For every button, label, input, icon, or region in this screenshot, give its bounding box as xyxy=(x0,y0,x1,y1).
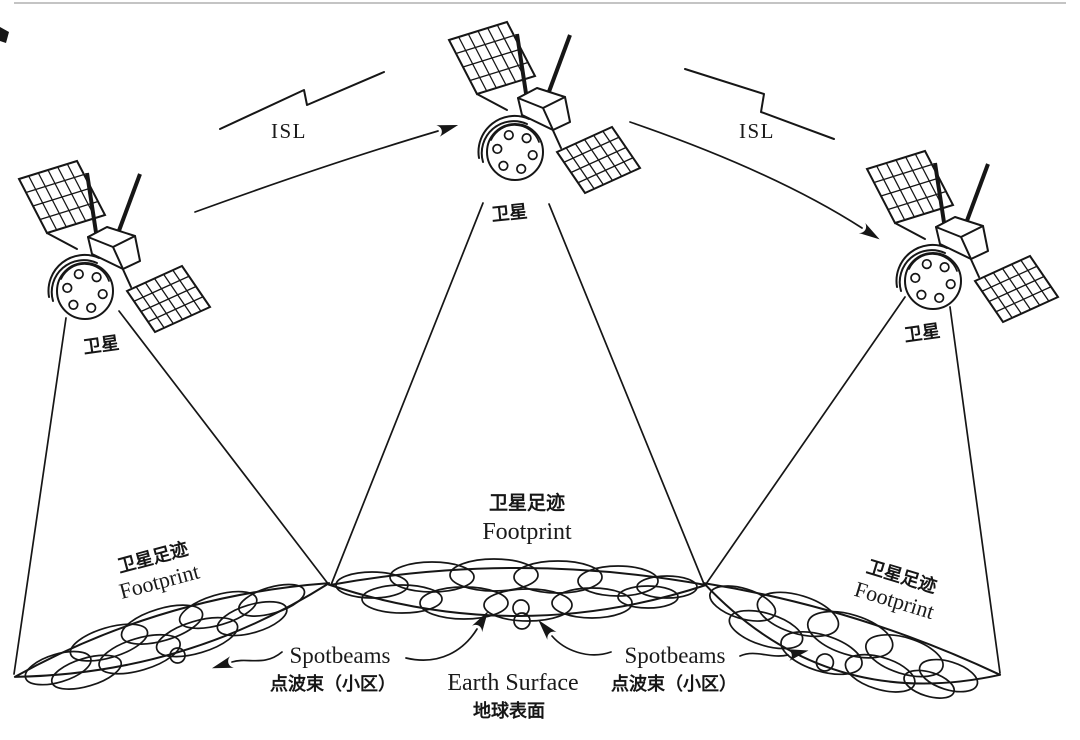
spotbeam-cluster xyxy=(709,585,979,699)
footprint-center xyxy=(329,558,707,630)
satellite-center xyxy=(449,22,640,193)
spotbeam-ellipse xyxy=(238,583,306,617)
spotbeams-label-en: Spotbeams xyxy=(290,643,391,668)
spotbeam-ellipse xyxy=(806,610,894,659)
callout-arrow xyxy=(538,620,612,656)
spotbeam-ellipse xyxy=(728,609,804,650)
earth-surface-en: Earth Surface xyxy=(447,670,578,696)
spotbeam-cluster xyxy=(24,583,306,690)
spotbeam-ellipse xyxy=(709,585,777,622)
scan-artifacts xyxy=(0,2,1066,43)
spotbeams-callout-right: Spotbeams 点波束（小区） xyxy=(538,620,809,694)
beam-line xyxy=(949,306,1001,674)
spotbeams-label-zh: 点波束（小区） xyxy=(611,673,737,694)
footprint-outline xyxy=(13,582,331,678)
spotbeams-label-zh: 点波束（小区） xyxy=(270,673,396,694)
satellite-label-center: 卫星 xyxy=(490,201,528,225)
spotbeam-cluster xyxy=(335,558,698,630)
satellite-left xyxy=(19,161,210,332)
beam-line xyxy=(13,317,67,675)
spotbeam-ellipse xyxy=(419,586,509,620)
spotbeam-ellipse xyxy=(155,616,239,658)
callout-arrow xyxy=(739,649,809,661)
isl-link-right: ISL xyxy=(629,68,880,240)
satellite-label-left: 卫星 xyxy=(82,333,120,358)
spotbeam-ellipse xyxy=(844,653,916,693)
footprint-label-zh: 卫星足迹 xyxy=(489,491,565,514)
satellite-label-right: 卫星 xyxy=(903,321,941,346)
footprint-label-center: 卫星足迹 Footprint xyxy=(482,491,572,545)
earth-surface-label: Earth Surface 地球表面 xyxy=(447,670,578,721)
spotbeams-callout-left: Spotbeams 点波束（小区） xyxy=(211,611,489,694)
spotbeam-ellipse xyxy=(50,654,123,690)
beam-line xyxy=(705,296,906,585)
spotbeam-small-circle xyxy=(815,653,835,672)
spotbeam-small-circle xyxy=(169,647,186,664)
footprint-label-left: 卫星足迹 Footprint xyxy=(115,538,202,604)
beam-line xyxy=(548,203,705,585)
callout-arrow xyxy=(211,651,283,669)
spotbeam-ellipse xyxy=(483,588,573,622)
spotbeam-ellipse xyxy=(918,658,979,693)
isl-arrow xyxy=(194,125,459,213)
earth-surface-zh: 地球表面 xyxy=(473,700,545,721)
spotbeam-ellipse xyxy=(865,633,944,678)
isl-label: ISL xyxy=(739,119,775,143)
callout-arrow xyxy=(405,611,489,661)
spotbeams-label-en: Spotbeams xyxy=(625,643,726,668)
footprint-left xyxy=(13,582,331,690)
spotbeam-small-circle xyxy=(513,612,531,630)
isl-label: ISL xyxy=(271,119,307,143)
lightning-zigzag-icon xyxy=(684,68,835,140)
lightning-zigzag-icon xyxy=(219,71,385,130)
isl-arrow xyxy=(629,121,880,240)
spotbeam-ellipse xyxy=(24,650,92,686)
spotbeam-ellipse xyxy=(617,585,679,609)
footprint-right xyxy=(702,582,1002,699)
spotbeam-ellipse xyxy=(120,604,204,645)
spotbeam-ellipse xyxy=(98,633,181,675)
footprint-label-right: 卫星足迹 Footprint xyxy=(852,556,940,624)
beam-cones xyxy=(13,202,1001,675)
beam-line xyxy=(118,310,330,586)
footprint-outline xyxy=(702,582,1002,685)
spotbeam-ellipse xyxy=(780,631,863,676)
satellite-right xyxy=(867,151,1058,322)
isl-link-left: ISL xyxy=(194,71,459,213)
spotbeam-ellipse xyxy=(903,669,956,699)
spotbeam-ellipse xyxy=(178,590,258,630)
footprint-label-en: Footprint xyxy=(482,519,572,545)
spotbeam-small-circle xyxy=(512,599,530,617)
beam-line xyxy=(330,202,484,586)
spotbeam-ellipse xyxy=(216,600,288,637)
spotbeam-ellipse xyxy=(361,584,443,614)
spotbeam-ellipse xyxy=(551,587,633,619)
